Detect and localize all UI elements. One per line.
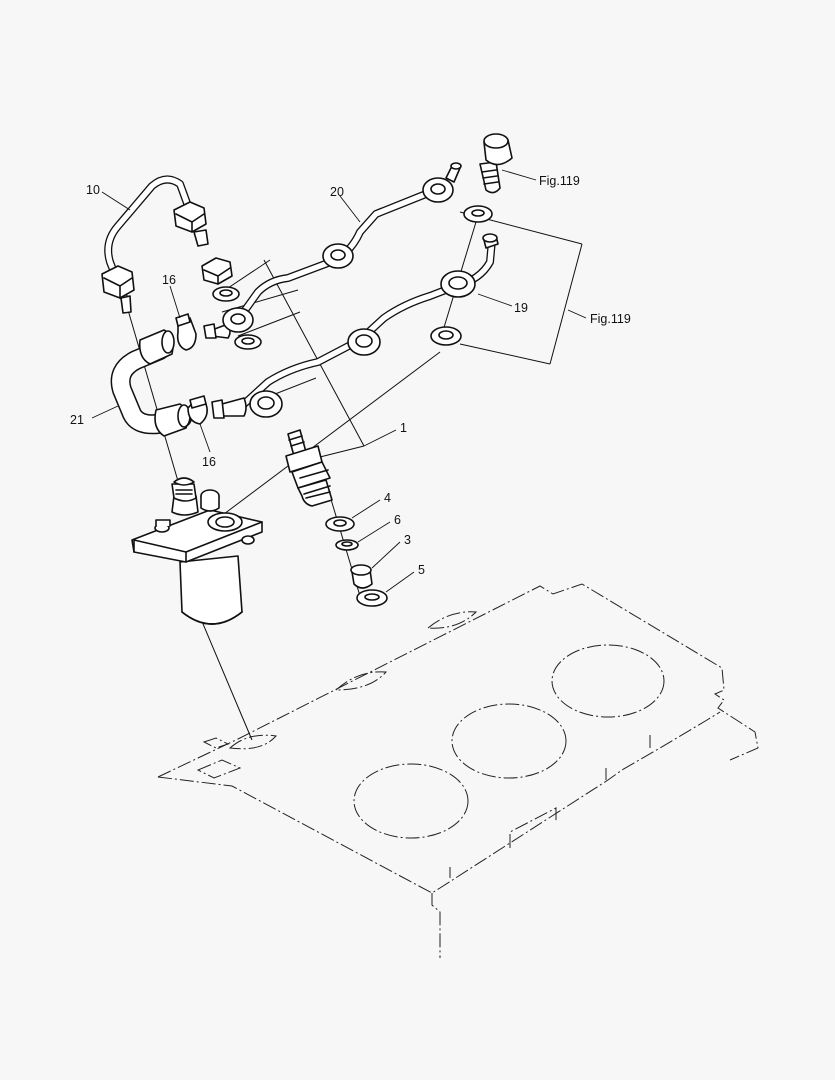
callout-16-upper: 16 <box>162 273 176 287</box>
callout-10: 10 <box>86 183 100 197</box>
reference-lines <box>127 211 583 741</box>
washer-4 <box>325 516 355 532</box>
injection-pipe-10 <box>101 175 209 314</box>
callout-16-lower: 16 <box>202 455 216 469</box>
hose-clamp-16-lower <box>187 395 208 425</box>
leak-off-hose-21 <box>110 329 192 437</box>
sealing-washer-pipe19-top <box>463 205 493 223</box>
fig-ref-bolt: Fig.119 <box>539 174 580 188</box>
callout-6: 6 <box>394 513 401 527</box>
leader-lines <box>91 169 587 593</box>
washer-5 <box>356 589 388 607</box>
callout-1: 1 <box>400 421 407 435</box>
injector-1 <box>285 429 333 507</box>
leak-off-pipe-19 <box>211 233 499 419</box>
nozzle-holder-3 <box>350 564 373 589</box>
callout-5: 5 <box>418 563 425 577</box>
callout-19: 19 <box>514 301 528 315</box>
callout-20: 20 <box>330 185 344 199</box>
sealing-washer-middle <box>234 334 262 350</box>
callout-labels: 10 20 16 21 16 19 1 4 6 3 5 Fig.119 Fig.… <box>70 174 631 577</box>
leak-off-pipe-20 <box>203 162 462 339</box>
callout-4: 4 <box>384 491 391 505</box>
fig-ref-group: Fig.119 <box>590 312 631 326</box>
injection-pump <box>131 477 263 625</box>
hose-clamp-16-upper <box>175 313 197 351</box>
cylinder-head-phantom <box>157 583 759 958</box>
callout-21: 21 <box>70 413 84 427</box>
callout-3: 3 <box>404 533 411 547</box>
eye-bolt <box>479 133 513 194</box>
sealing-washer-pipe19-bottom <box>430 326 462 346</box>
pipe-nut <box>201 257 233 285</box>
washer-6 <box>335 539 359 551</box>
sealing-washer-upper <box>212 286 240 302</box>
